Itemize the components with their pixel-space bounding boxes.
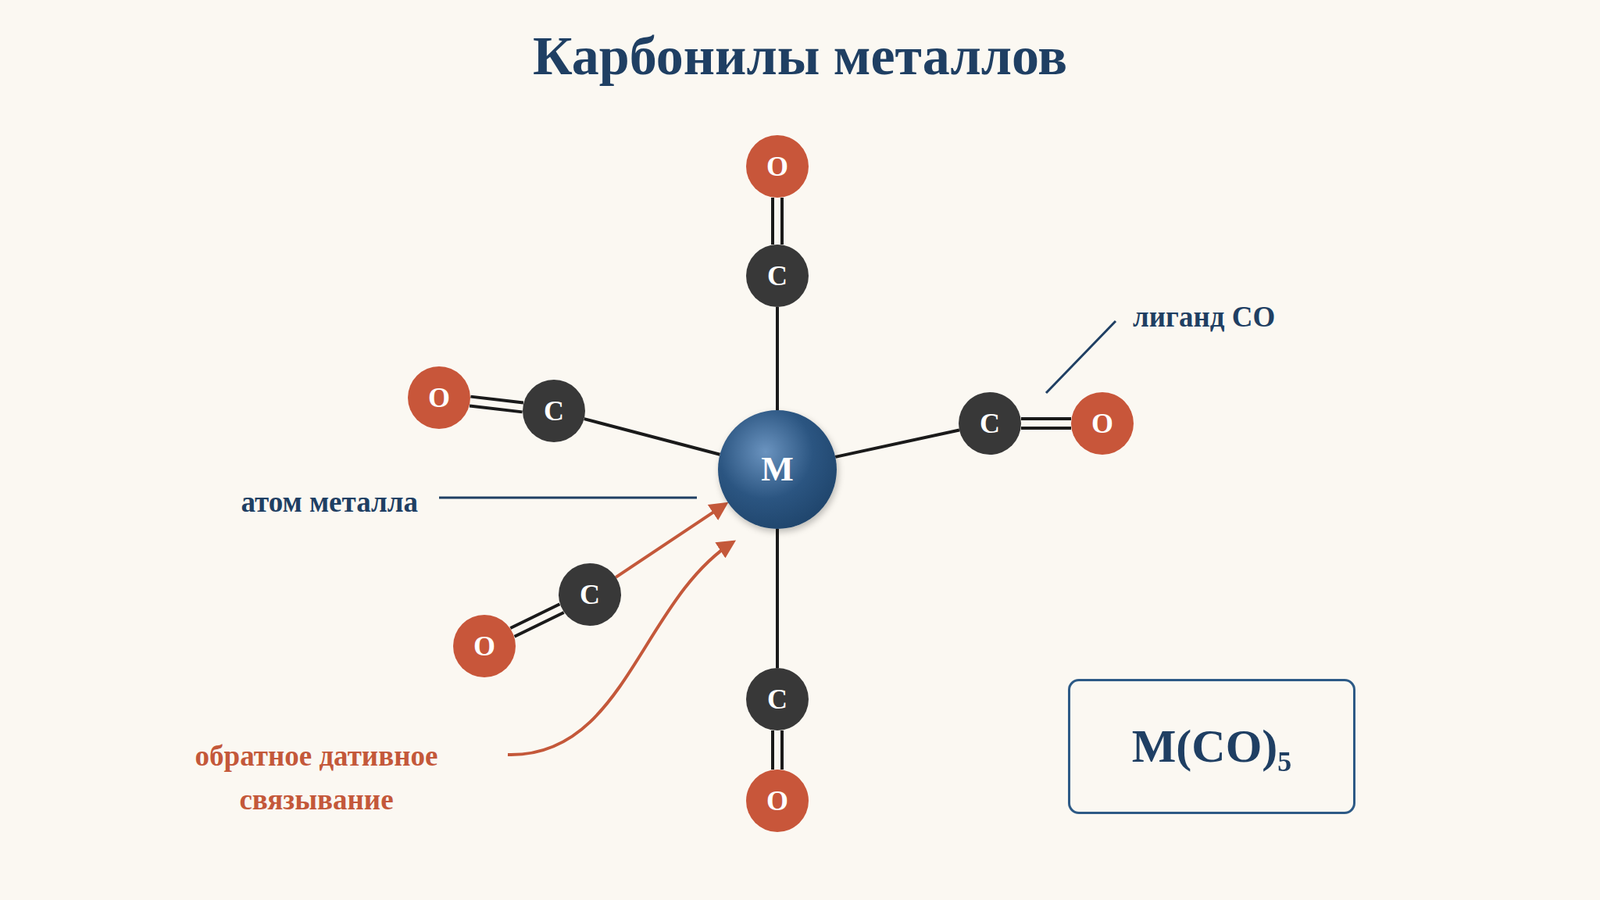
node-text: C (979, 409, 1000, 438)
back-donation-arrow (615, 503, 725, 577)
formula-box: M(CO)₅ (1067, 678, 1356, 815)
node-text: O (766, 786, 789, 815)
bond-line (777, 528, 779, 668)
annotation-label: атом металла (240, 480, 418, 525)
oxygen-atom: O (407, 366, 471, 429)
bond-line (777, 307, 779, 411)
node-text: M(CO)₅ (1132, 722, 1293, 770)
bond-stroke (771, 197, 775, 245)
node-text: O (473, 632, 496, 661)
carbon-atom: C (958, 392, 1022, 455)
annotation-label: обратное дативное связывание (132, 734, 500, 822)
bond-stroke (1021, 417, 1072, 421)
node-text: C (543, 396, 565, 425)
bond-stroke (775, 307, 779, 411)
bond-stroke (780, 197, 784, 245)
carbon-atom: C (522, 379, 586, 443)
oxygen-atom: O (746, 769, 809, 833)
carbon-atom: C (558, 563, 622, 626)
bond-stroke (584, 418, 721, 455)
bond-stroke (470, 396, 524, 404)
node-text: M (760, 452, 794, 487)
bond-stroke (514, 612, 565, 637)
bond-stroke (775, 528, 779, 668)
node-text: C (767, 261, 788, 290)
bond-stroke (835, 429, 960, 457)
carbon-atom: C (746, 244, 809, 308)
node-text: C (579, 580, 600, 609)
bond-line (1021, 418, 1072, 429)
bond-stroke (1021, 426, 1072, 430)
bond-stroke (771, 730, 775, 770)
leader-line (1046, 321, 1116, 393)
bond-stroke (510, 603, 560, 629)
bond-line (584, 418, 721, 455)
node-text: O (766, 152, 789, 181)
node-text: O (1091, 409, 1114, 438)
bond-stroke (615, 503, 725, 577)
oxygen-atom: O (1071, 392, 1134, 455)
bond-stroke (780, 730, 784, 770)
bond-line (469, 396, 524, 413)
node-text: O (428, 383, 450, 412)
bond-line (510, 603, 564, 637)
bond-line (772, 730, 783, 770)
carbon-atom: C (746, 667, 809, 731)
metal-atom: M (717, 410, 837, 529)
leader-line (439, 496, 697, 500)
node-text: C (767, 685, 788, 714)
bond-stroke (469, 406, 523, 413)
bond-line (835, 429, 960, 457)
bond-line (772, 197, 783, 245)
title: Карбонилы металлов (0, 25, 1600, 88)
oxygen-atom: O (746, 135, 809, 198)
annotation-label: лиганд CO (1132, 295, 1275, 340)
oxygen-atom: O (453, 614, 516, 678)
